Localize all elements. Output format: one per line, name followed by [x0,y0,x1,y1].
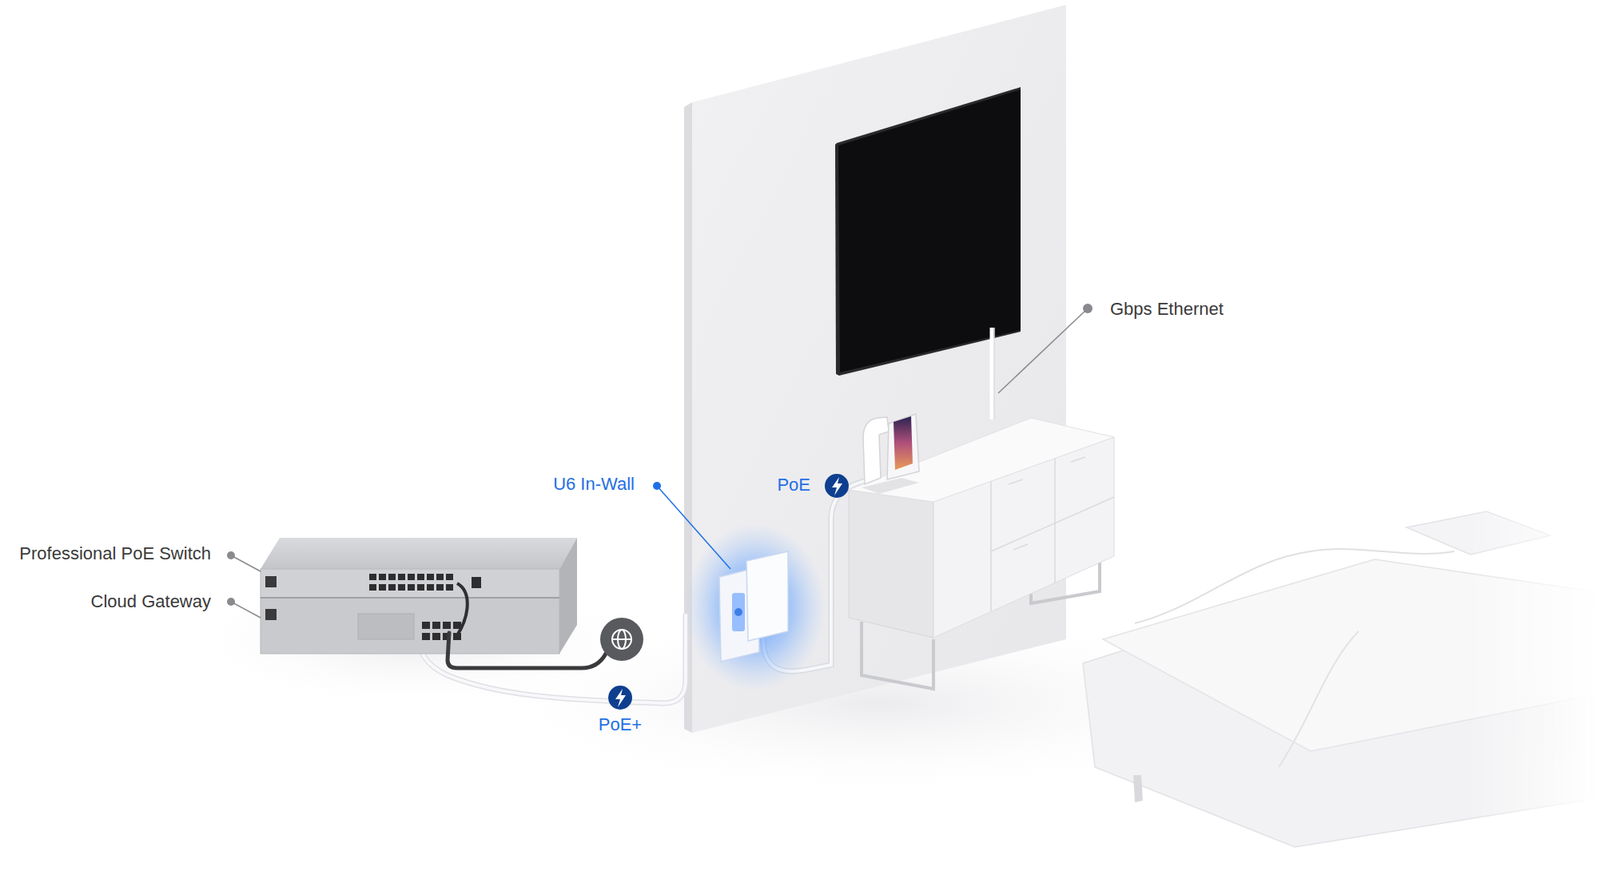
floor-shadow [175,567,656,712]
patch-cable [457,583,468,636]
power-label: PoE+ [598,714,642,736]
internet-globe [600,617,644,661]
device-label: Professional PoE Switch [19,543,211,565]
ethernet-cable [993,327,996,420]
leader-lines [226,303,1093,618]
wall-panel [692,4,1067,733]
ethernet-cable [990,327,995,420]
device-label: U6 In-Wall [553,473,635,495]
network-stack [260,537,578,654]
device-glow [684,523,826,692]
gateway-ports [421,621,462,641]
poe-plus-badge [608,685,633,710]
access-point [746,551,789,641]
desk-phone [861,413,920,494]
connection-label: Gbps Ethernet [1110,298,1224,320]
device-led [734,608,743,617]
wan-cable [447,632,606,669]
power-label: PoE [776,474,811,496]
device-ports [732,593,745,632]
device-label: Cloud Gateway [91,591,211,613]
cabinet-side [848,489,934,638]
cabinet-drawers [991,457,1115,612]
bed [1082,511,1593,848]
poe-badge [824,473,849,498]
